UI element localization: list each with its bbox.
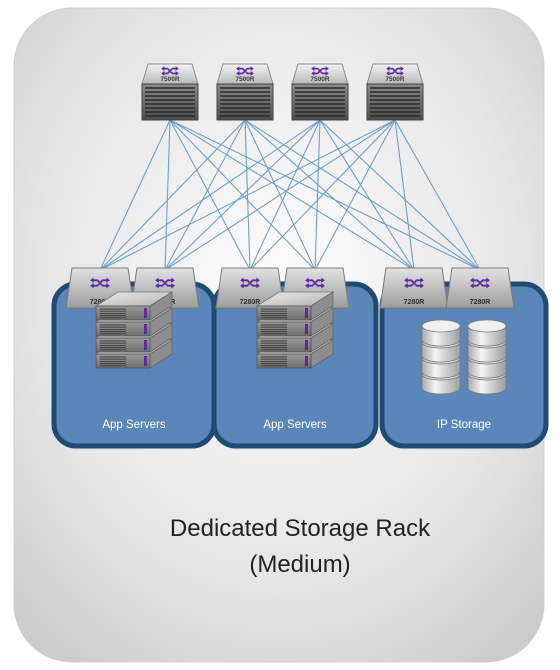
switch-arrows-icon [161, 66, 179, 76]
leaf-model-label: 7280R [404, 299, 425, 306]
switch-arrows-icon [236, 66, 254, 76]
link-spine4-rack2-leaf2 [314, 119, 396, 271]
switch-arrows-icon [386, 66, 404, 76]
link-spine3-rack1-leaf2 [164, 119, 321, 271]
link-spine4-rack2-leaf1 [249, 119, 396, 271]
link-spine1-rack3-leaf1 [169, 119, 415, 271]
switch-arrows-icon [305, 277, 325, 289]
switch-arrows-icon [404, 277, 424, 289]
link-spine4-rack3-leaf1 [394, 119, 415, 271]
server-stack-icon [255, 291, 335, 369]
link-spine3-rack2-leaf2 [314, 119, 321, 271]
spines-layer: 7500R 7500R 7500R 7500R [141, 63, 424, 121]
link-spine2-rack3-leaf1 [244, 119, 415, 271]
caption-line-2: (Medium) [249, 551, 350, 578]
switch-arrows-icon [155, 277, 175, 289]
server-stack-icon [94, 291, 174, 369]
rack-label: App Servers [102, 419, 166, 431]
link-spine3-rack3-leaf1 [319, 119, 415, 271]
spine-switch: 7500R [216, 63, 274, 121]
switch-arrows-icon [470, 277, 490, 289]
link-spine1-rack3-leaf2 [169, 119, 481, 271]
spine-model-label: 7500R [310, 76, 329, 83]
switch-arrows-icon [240, 277, 260, 289]
switch-arrows-icon [90, 277, 110, 289]
link-spine4-rack1-leaf1 [99, 119, 396, 271]
link-spine4-rack1-leaf2 [164, 119, 396, 271]
server-rack: 7280R7280RApp Servers [211, 267, 379, 449]
link-spine2-rack1-leaf2 [164, 119, 246, 271]
caption-line-1: Dedicated Storage Rack [170, 515, 431, 542]
link-spine1-rack1-leaf1 [99, 119, 171, 271]
leaf-switch: 7280R [445, 267, 515, 309]
storage-disks-icon [421, 319, 507, 395]
link-spine1-rack1-leaf2 [164, 119, 171, 271]
leaf-model-label: 7280R [470, 299, 491, 306]
storage-rack: 7280R 7280R IP Storage [379, 267, 549, 449]
link-spine4-rack3-leaf2 [394, 119, 481, 271]
spine-model-label: 7500R [160, 76, 179, 83]
rack-label: IP Storage [437, 419, 491, 431]
link-spine2-rack1-leaf1 [99, 119, 246, 271]
links-layer [99, 119, 481, 271]
spine-model-label: 7500R [235, 76, 254, 83]
leaf-model-label: 7280R [90, 299, 111, 306]
spine-switch: 7500R [366, 63, 424, 121]
rack-label: App Servers [263, 419, 327, 431]
leaf-switch: 7280R [379, 267, 449, 309]
spine-switch: 7500R [141, 63, 199, 121]
link-spine3-rack2-leaf1 [249, 119, 321, 271]
link-spine3-rack1-leaf1 [99, 119, 321, 271]
switch-arrows-icon [311, 66, 329, 76]
racks-layer: 7280R 7280R App Servers 7280R 7280R App Serve… [51, 267, 549, 449]
leaf-model-label: 7280R [240, 299, 261, 306]
spine-switch: 7500R [291, 63, 349, 121]
server-rack: 7280R7280RApp Servers [51, 267, 217, 449]
spine-model-label: 7500R [385, 76, 404, 83]
